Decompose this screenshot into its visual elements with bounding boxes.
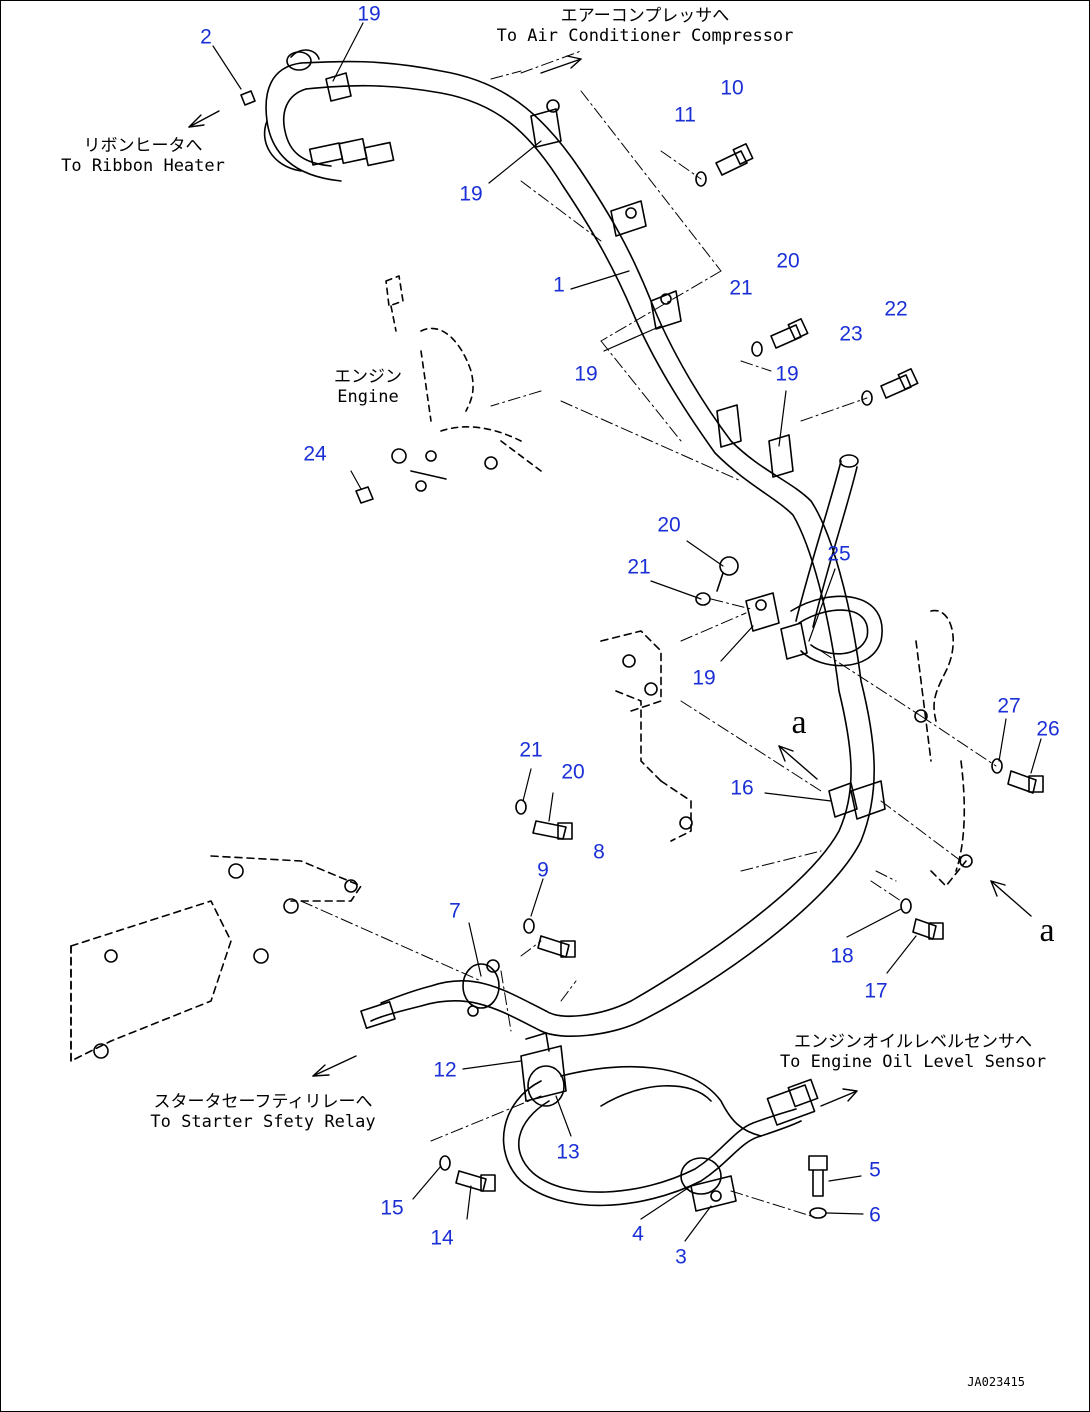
note-oil-level-sensor-en: To Engine Oil Level Sensor xyxy=(779,1051,1047,1072)
view-letter-lower: a xyxy=(1039,912,1055,949)
lower-left-bracket xyxy=(70,855,362,1062)
callout-19-top: 19 xyxy=(357,2,381,26)
callout-4: 4 xyxy=(632,1222,644,1246)
callout-20-lower: 20 xyxy=(561,760,585,784)
note-starter-relay-en: To Starter Sfety Relay xyxy=(150,1111,376,1132)
callout-12: 12 xyxy=(433,1058,457,1082)
fasteners xyxy=(240,90,1044,1219)
callout-21-middle: 21 xyxy=(627,555,651,579)
callout-21-upper: 21 xyxy=(729,276,753,300)
reference-lines xyxy=(300,50,997,1217)
clamps xyxy=(325,72,886,1212)
callout-20-middle: 20 xyxy=(657,513,681,537)
callout-19-right: 19 xyxy=(775,362,799,386)
callout-13: 13 xyxy=(556,1140,580,1164)
callout-20-upper: 20 xyxy=(776,249,800,273)
note-oil-level-sensor: エンジンオイルレベルセンサへ To Engine Oil Level Senso… xyxy=(779,1032,1047,1072)
callout-26: 26 xyxy=(1036,717,1060,741)
callout-17: 17 xyxy=(864,979,888,1003)
direction-arrows xyxy=(188,55,1032,1107)
engine-bolts xyxy=(391,448,498,492)
middle-bracket-holes xyxy=(622,654,693,830)
callout-11: 11 xyxy=(674,103,696,127)
note-air-compressor-en: To Air Conditioner Compressor xyxy=(496,25,794,46)
callout-6: 6 xyxy=(869,1203,881,1227)
callout-14: 14 xyxy=(430,1226,454,1250)
note-engine-en: Engine xyxy=(337,386,399,407)
drawing-code: JA023415 xyxy=(967,1375,1025,1389)
callout-15: 15 xyxy=(380,1196,404,1220)
callout-23: 23 xyxy=(839,322,863,346)
main-harness xyxy=(265,49,883,1207)
callout-3: 3 xyxy=(675,1245,687,1269)
middle-bracket xyxy=(600,630,692,842)
view-letter-upper: a xyxy=(791,704,807,741)
leader-lines xyxy=(212,22,1042,1242)
right-bracket-solid xyxy=(914,709,973,868)
note-ribbon-heater-jp: リボンヒータへ xyxy=(83,136,203,156)
lower-left-bracket-holes xyxy=(93,863,358,1059)
note-air-compressor-jp: エアーコンプレッサへ xyxy=(560,6,730,26)
callout-9: 9 xyxy=(537,858,549,882)
note-oil-level-sensor-jp: エンジンオイルレベルセンサへ xyxy=(793,1032,1032,1052)
callout-7: 7 xyxy=(449,899,461,923)
note-starter-relay-jp: スタータセーフティリレーへ xyxy=(153,1092,373,1112)
callout-22: 22 xyxy=(884,297,908,321)
callout-8: 8 xyxy=(593,840,605,864)
callout-5: 5 xyxy=(869,1158,881,1182)
note-ribbon-heater: リボンヒータへ To Ribbon Heater xyxy=(61,136,225,176)
note-engine: エンジン Engine xyxy=(334,367,402,407)
note-ribbon-heater-en: To Ribbon Heater xyxy=(61,155,225,176)
callout-18: 18 xyxy=(830,944,854,968)
callout-16: 16 xyxy=(730,776,754,800)
callout-10: 10 xyxy=(720,76,744,100)
engine-bracket xyxy=(385,275,542,472)
note-engine-jp: エンジン xyxy=(334,367,402,387)
callout-19-upper: 19 xyxy=(459,182,483,206)
callout-19-lower: 19 xyxy=(692,666,716,690)
callout-25: 25 xyxy=(827,542,851,566)
callout-27: 27 xyxy=(997,694,1021,718)
right-bracket xyxy=(915,609,967,887)
callout-19-middle: 19 xyxy=(574,362,598,386)
callout-21-lower: 21 xyxy=(519,738,543,762)
callout-2: 2 xyxy=(200,25,212,49)
note-air-compressor: エアーコンプレッサへ To Air Conditioner Compressor xyxy=(496,6,794,46)
ribbon-heater-connectors xyxy=(263,120,395,172)
callout-24: 24 xyxy=(303,442,327,466)
note-starter-relay: スタータセーフティリレーへ To Starter Sfety Relay xyxy=(150,1092,376,1132)
callout-1: 1 xyxy=(553,273,565,297)
